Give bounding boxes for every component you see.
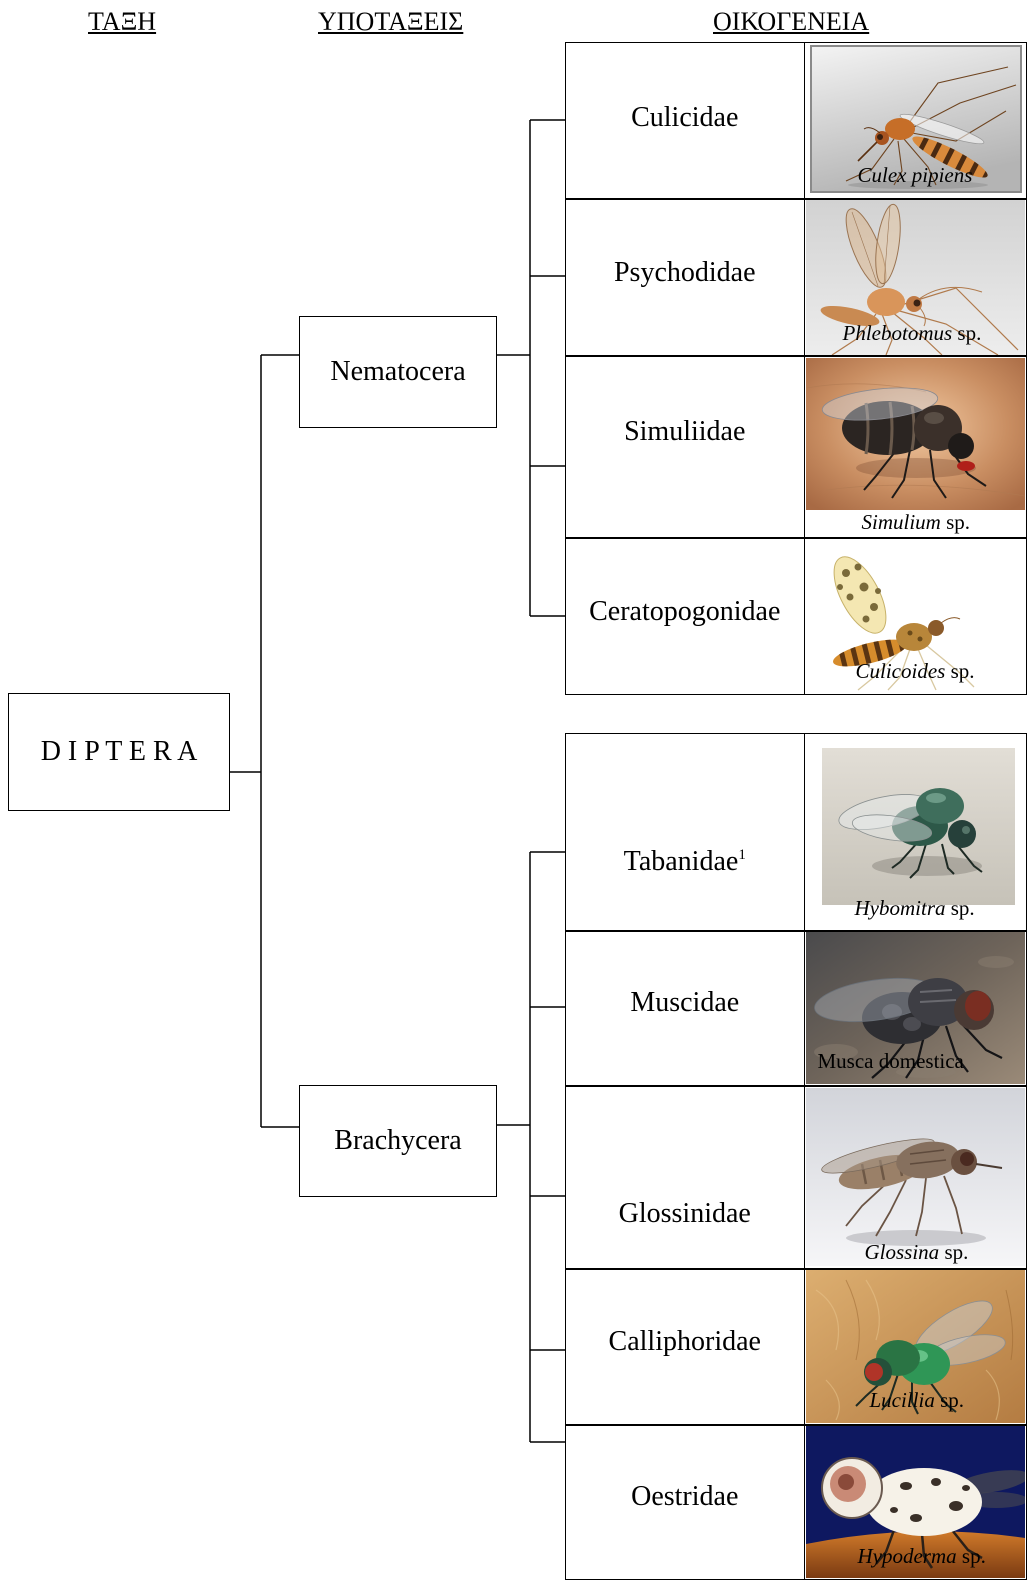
family-row-psychodidae: Psychodidae xyxy=(565,198,1027,357)
horse-fly-illustration xyxy=(822,748,1015,905)
family-row-simuliidae: Simuliidae xyxy=(565,355,1027,539)
order-box: D I P T E R A xyxy=(8,693,230,811)
suborder-box-nematocera: Nematocera xyxy=(299,316,497,428)
family-label-muscidae: Muscidae xyxy=(566,987,804,1019)
family-label-psychodidae: Psychodidae xyxy=(566,257,804,289)
hybomitra-photo xyxy=(822,748,1015,905)
footnote-marker: 1 xyxy=(738,847,746,863)
family-row-oestridae: Oestridae xyxy=(565,1424,1027,1580)
family-row-ceratopogonidae: Ceratopogonidae xyxy=(565,537,1027,695)
specimen-caption: Hypoderma sp. xyxy=(858,1544,986,1568)
family-row-calliphoridae: Calliphoridae xyxy=(565,1268,1027,1426)
suborder-label: Nematocera xyxy=(330,356,465,388)
family-cell: Simuliidae xyxy=(566,356,805,538)
family-label-tabanidae: Tabanidae1 xyxy=(566,846,804,878)
suborder-box-brachycera: Brachycera xyxy=(299,1085,497,1197)
header-order: ΤΑΞΗ xyxy=(88,6,156,38)
family-cell: Muscidae xyxy=(566,931,805,1086)
header-families: ΟΙΚΟΓΕΝΕΙΑ xyxy=(713,6,869,38)
family-row-culicidae: Culicidae xyxy=(565,42,1027,200)
specimen-caption: Musca domestica xyxy=(818,1049,964,1073)
family-label-culicidae: Culicidae xyxy=(566,102,804,134)
family-cell: Glossinidae xyxy=(566,1086,805,1269)
header-suborders: ΥΠΟΤΑΞΕΙΣ xyxy=(318,6,463,38)
order-label: D I P T E R A xyxy=(41,736,198,768)
family-row-glossinidae: Glossinidae xyxy=(565,1085,1027,1270)
family-cell: Oestridae xyxy=(566,1425,805,1579)
specimen-caption: Culicoides sp. xyxy=(856,659,975,683)
family-cell: Tabanidae1 xyxy=(566,734,805,931)
black-fly-illustration xyxy=(806,358,1025,510)
family-cell: Culicidae xyxy=(566,43,805,199)
family-row-muscidae: Muscidae xyxy=(565,930,1027,1087)
family-row-tabanidae: Tabanidae1 Hybomit xyxy=(565,733,1027,932)
family-label-glossinidae: Glossinidae xyxy=(566,1198,804,1230)
family-label-simuliidae: Simuliidae xyxy=(566,416,804,448)
specimen-caption: Glossina sp. xyxy=(865,1240,969,1264)
specimen-caption: Phlebotomus sp. xyxy=(843,321,982,345)
specimen-caption: Simulium sp. xyxy=(862,510,971,534)
family-cell: Calliphoridae xyxy=(566,1269,805,1425)
family-label-calliphoridae: Calliphoridae xyxy=(566,1326,804,1358)
specimen-caption: Culex pipiens xyxy=(858,163,973,187)
family-cell: Ceratopogonidae xyxy=(566,538,805,694)
family-label-oestridae: Oestridae xyxy=(566,1481,804,1513)
family-label-ceratopogonidae: Ceratopogonidae xyxy=(566,596,804,628)
suborder-label: Brachycera xyxy=(334,1125,461,1157)
specimen-caption: Lucillia sp. xyxy=(870,1388,965,1412)
simulium-photo xyxy=(806,358,1025,510)
family-cell: Psychodidae xyxy=(566,199,805,356)
specimen-caption: Hybomitra sp. xyxy=(855,896,975,920)
